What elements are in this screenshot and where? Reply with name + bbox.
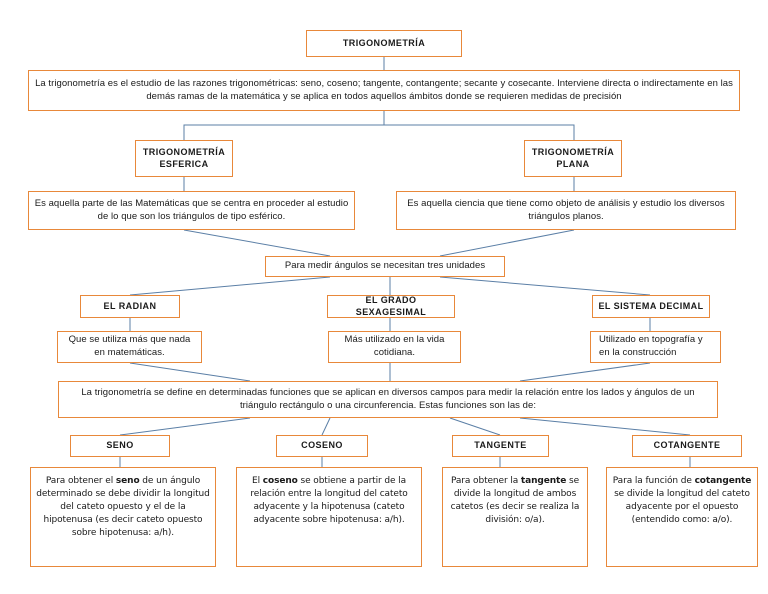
tangente-desc-prefix: Para obtener la	[450, 476, 521, 486]
node-coseno-description-text: El coseno se obtiene a partir de la rela…	[242, 475, 416, 527]
node-root-definition-text: La trigonometría es el estudio de las ra…	[35, 77, 733, 102]
node-tangente-description[interactable]: Para obtener la tangente se divide la lo…	[442, 467, 588, 567]
cotangente-desc-suffix: se divide la longitud del cateto adyacen…	[614, 489, 750, 526]
node-unit-grado-sexagesimal-label: EL GRADO SEXAGESIMAL	[355, 294, 427, 317]
node-unit-grado-sexagesimal[interactable]: EL GRADO SEXAGESIMAL	[327, 295, 455, 318]
node-function-tangente[interactable]: TANGENTE	[452, 435, 549, 457]
node-radian-definition[interactable]: Que se utiliza más que nada en matemátic…	[57, 331, 202, 363]
node-unit-sistema-decimal-label: EL SISTEMA DECIMAL	[598, 300, 704, 311]
node-functions-intro[interactable]: La trigonometría se define en determinad…	[58, 381, 718, 418]
node-trigonometria-plana[interactable]: TRIGONOMETRÍA PLANA	[524, 140, 622, 177]
node-function-cotangente[interactable]: COTANGENTE	[632, 435, 742, 457]
coseno-desc-prefix: El	[252, 476, 263, 486]
node-root-label: TRIGONOMETRÍA	[342, 37, 426, 48]
cotangente-desc-term: cotangente	[694, 476, 752, 486]
node-sexagesimal-definition[interactable]: Más utilizado en la vida cotidiana.	[328, 331, 461, 363]
node-coseno-description[interactable]: El coseno se obtiene a partir de la rela…	[236, 467, 422, 567]
cotangente-desc-prefix: Para la función de	[612, 476, 695, 486]
node-trigonometria-esferica-label: TRIGONOMETRÍA ESFERICA	[142, 146, 226, 169]
node-trigonometria-plana-label: TRIGONOMETRÍA PLANA	[531, 146, 615, 169]
coseno-desc-suffix: se obtiene a partir de la relación entre…	[250, 476, 408, 526]
node-decimal-definition-text: Utilizado en topografía y en la construc…	[599, 334, 703, 358]
node-units-intro-text: Para medir ángulos se necesitan tres uni…	[284, 260, 486, 272]
node-unit-radian[interactable]: EL RADIAN	[80, 295, 180, 318]
node-sexagesimal-definition-text: Más utilizado en la vida cotidiana.	[344, 334, 445, 358]
coseno-desc-term: coseno	[262, 476, 298, 486]
tangente-desc-suffix: se divide la longitud de ambos catetos (…	[450, 476, 580, 526]
node-unit-sistema-decimal[interactable]: EL SISTEMA DECIMAL	[592, 295, 710, 318]
node-trigonometria-esferica[interactable]: TRIGONOMETRÍA ESFERICA	[135, 140, 233, 177]
node-seno-description[interactable]: Para obtener el seno de un ángulo determ…	[30, 467, 216, 567]
node-units-intro[interactable]: Para medir ángulos se necesitan tres uni…	[265, 256, 505, 277]
node-cotangente-description-text: Para la función de cotangente se divide …	[612, 475, 752, 527]
node-cotangente-description[interactable]: Para la función de cotangente se divide …	[606, 467, 758, 567]
node-esferica-definition[interactable]: Es aquella parte de las Matemáticas que …	[28, 191, 355, 230]
node-seno-description-text: Para obtener el seno de un ángulo determ…	[36, 475, 210, 540]
node-esferica-definition-text: Es aquella parte de las Matemáticas que …	[34, 197, 349, 222]
node-root-definition[interactable]: La trigonometría es el estudio de las ra…	[28, 70, 740, 111]
node-decimal-definition[interactable]: Utilizado en topografía y en la construc…	[590, 331, 721, 363]
node-function-seno-label: SENO	[106, 440, 134, 451]
tangente-desc-term: tangente	[520, 476, 567, 486]
node-function-cotangente-label: COTANGENTE	[653, 440, 721, 451]
node-plana-definition[interactable]: Es aquella ciencia que tiene como objeto…	[396, 191, 736, 230]
node-functions-intro-text: La trigonometría se define en determinad…	[81, 386, 695, 411]
node-radian-definition-text: Que se utiliza más que nada en matemátic…	[68, 334, 191, 358]
seno-desc-suffix: de un ángulo determinado se debe dividir…	[36, 476, 210, 539]
node-function-seno[interactable]: SENO	[70, 435, 170, 457]
node-function-tangente-label: TANGENTE	[474, 440, 527, 451]
node-unit-radian-label: EL RADIAN	[103, 300, 157, 311]
node-plana-definition-text: Es aquella ciencia que tiene como objeto…	[407, 197, 725, 222]
seno-desc-term: seno	[115, 476, 140, 486]
seno-desc-prefix: Para obtener el	[45, 476, 116, 486]
node-function-coseno[interactable]: COSENO	[276, 435, 368, 457]
node-tangente-description-text: Para obtener la tangente se divide la lo…	[448, 475, 582, 527]
node-root[interactable]: TRIGONOMETRÍA	[306, 30, 462, 57]
node-function-coseno-label: COSENO	[301, 440, 343, 451]
